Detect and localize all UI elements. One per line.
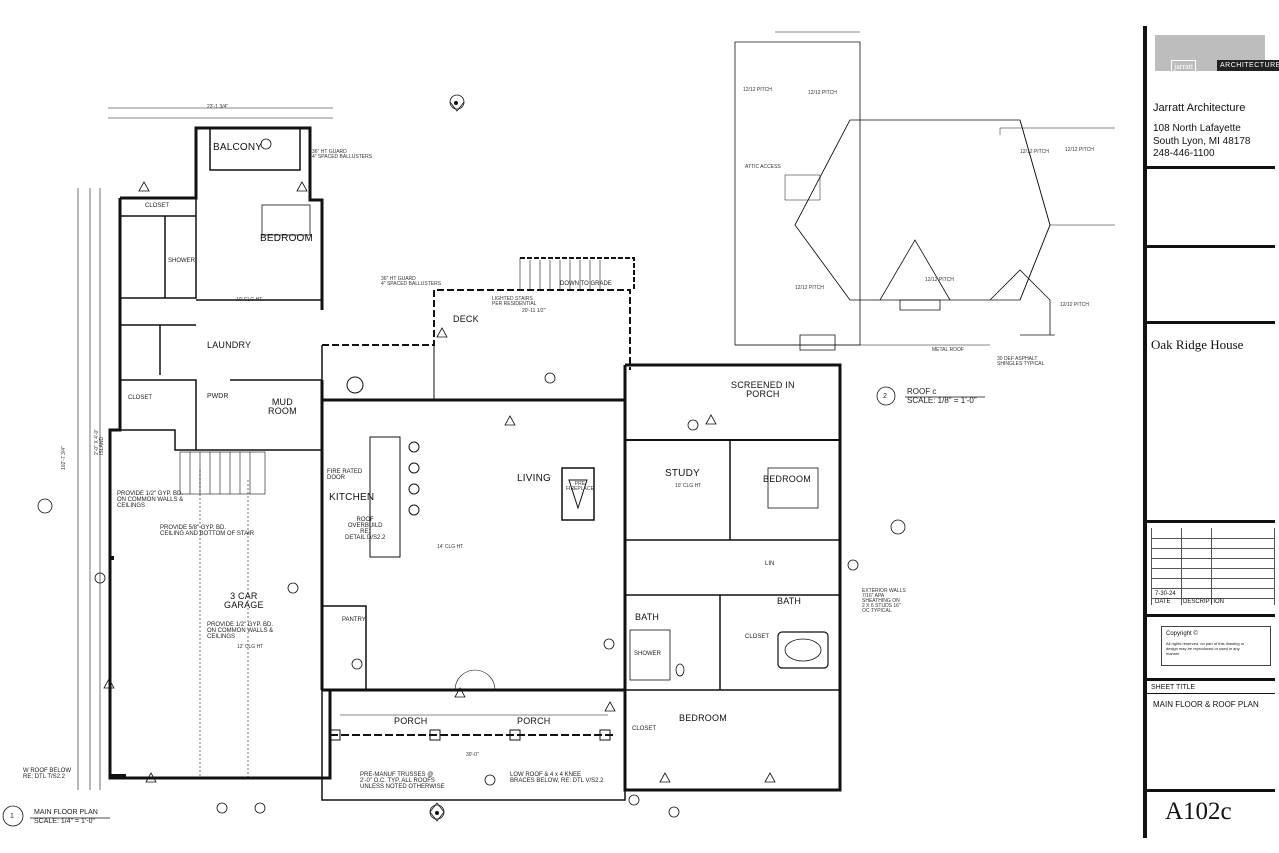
note-roof-overbuild: ROOF OVERBUILD RE: DETAIL D/S2.2 xyxy=(345,517,386,541)
plan-title-roof: ROOF c xyxy=(907,387,937,396)
room-label-island: 2'-0" X 4'-0" ISLAND xyxy=(94,428,105,455)
note-guard-2: 36" HT GUARD 4" SPACED BALLUSTERS xyxy=(381,276,442,287)
note-low-roof: LOW ROOF & 4 x 4 KNEE BRACES BELOW, RE: … xyxy=(510,772,604,784)
copyright-text: All rights reserved, no part of this dra… xyxy=(1166,641,1245,657)
note-gyp-stair: PROVIDE 5/8" GYP. BD. CEILING AND BOTTOM… xyxy=(160,525,255,537)
project-name: Oak Ridge House xyxy=(1151,337,1244,352)
note-pitch-3: 12/12 PITCH xyxy=(1020,149,1049,155)
note-lighted-stairs: LIGHTED STAIRS PER RESIDENTIAL xyxy=(492,296,537,307)
divider xyxy=(1147,321,1275,324)
note-clg-ht-study: 10' CLG HT xyxy=(675,483,702,489)
note-fireplace: PRE FIREPLACE xyxy=(566,481,594,492)
divider xyxy=(1147,789,1275,792)
note-clg-ht-bedroom: 10' CLG HT xyxy=(236,297,263,303)
room-label-pantry: PANTRY xyxy=(342,617,366,623)
room-label-bedroom-bottom: BEDROOM xyxy=(679,713,727,723)
note-pitch-2: 12/12 PITCH xyxy=(808,90,837,96)
divider xyxy=(1147,520,1275,523)
note-clg-ht-living: 14' CLG HT xyxy=(437,544,464,550)
logo-architecture: ARCHITECTURE xyxy=(1217,60,1279,71)
firm-phone: 248-446-1100 xyxy=(1153,148,1215,159)
sheet-title-label: SHEET TITLE xyxy=(1151,684,1196,691)
note-overall-dim: 23'-1 3/4" xyxy=(207,104,229,110)
room-label-bath-right: BATH xyxy=(777,596,802,606)
copyright-title: Copyright © xyxy=(1166,631,1198,637)
room-label-garage: 3 CAR GARAGE xyxy=(224,591,264,610)
note-deck-dim: 20'-11 1/2" xyxy=(522,308,546,314)
divider xyxy=(1147,245,1275,248)
room-label-mud-room: MUD ROOM xyxy=(268,397,297,416)
revision-grid xyxy=(1151,528,1275,605)
plan-number-main: 1 xyxy=(10,813,14,820)
room-label-deck: DECK xyxy=(453,314,479,324)
room-label-closet-top: CLOSET xyxy=(145,203,170,209)
plan-number-roof: 2 xyxy=(883,393,887,400)
room-label-living: LIVING xyxy=(517,473,551,484)
sheet-number: A102c xyxy=(1165,798,1232,825)
plan-title-main: MAIN FLOOR PLAN xyxy=(34,809,98,816)
room-label-lin: LIN xyxy=(765,561,775,567)
firm-address-1: 108 North Lafayette xyxy=(1153,123,1241,134)
note-pitch-7: 12/12 PITCH xyxy=(795,285,824,291)
floor-plan-drawing xyxy=(2,31,1115,827)
note-down-to-grade: DOWN TO GRADE xyxy=(560,281,612,287)
title-block: jarratt ARCHITECTURE Jarratt Architectur… xyxy=(1143,26,1279,838)
logo-name: jarratt xyxy=(1171,60,1197,73)
note-fire-door: FIRE RATED DOOR xyxy=(327,469,363,481)
room-label-study: STUDY xyxy=(665,468,700,479)
note-gyp-garage: PROVIDE 1/2" GYP. BD. ON COMMON WALLS & … xyxy=(207,622,274,640)
note-trusses: PRE-MANUF TRUSSES @ 2'-0" O.C. TYP. ALL … xyxy=(360,772,445,790)
room-label-balcony: BALCONY xyxy=(213,142,263,153)
firm-logo: jarratt ARCHITECTURE xyxy=(1155,35,1279,73)
note-guard: 36" HT GUARD 4" SPACED BALLUSTERS xyxy=(312,149,373,160)
room-label-closet-right: CLOSET xyxy=(745,634,770,640)
revision-col-date: DATE xyxy=(1155,599,1171,605)
note-overall-side: 102'-7 3/4" xyxy=(61,446,67,470)
room-label-bedroom-top: BEDROOM xyxy=(260,233,314,244)
firm-name: Jarratt Architecture xyxy=(1153,102,1246,114)
note-bottom-dim: 30'-0" xyxy=(466,752,479,758)
divider xyxy=(1147,614,1275,617)
room-label-pwdr: PWDR xyxy=(207,393,229,400)
room-label-shower-top: SHOWER xyxy=(168,258,195,264)
room-label-laundry: LAUNDRY xyxy=(207,340,252,350)
note-pitch-4: 12/12 PITCH xyxy=(1065,147,1094,153)
room-label-bath-left: BATH xyxy=(635,612,660,622)
room-label-shower-mid: SHOWER xyxy=(634,651,661,657)
note-pitch-5: 12/12 PITCH xyxy=(925,277,954,283)
revision-date: 7-30-24 xyxy=(1155,591,1176,597)
note-pitch-1: 12/12 PITCH xyxy=(743,87,772,93)
revision-col-description: DESCRIPTION xyxy=(1183,599,1225,605)
room-label-porch-right: PORCH xyxy=(517,716,551,726)
note-ext-walls: EXTERIOR WALLS 7/16" APA SHEATHING ON 2 … xyxy=(862,588,906,614)
plan-scale-roof: SCALE: 1/8" = 1'-0" xyxy=(907,396,977,405)
room-label-screened-porch: SCREENED IN PORCH xyxy=(731,380,795,399)
room-label-kitchen: KITCHEN xyxy=(329,492,375,503)
note-new-roof-below: W ROOF BELOW RE: DTL T/S2.2 xyxy=(23,768,71,780)
note-clg-ht-garage: 12' CLG HT xyxy=(237,644,264,650)
divider xyxy=(1147,166,1275,169)
copyright-box: Copyright © All rights reserved, no part… xyxy=(1161,626,1271,666)
room-label-bedroom-right: BEDROOM xyxy=(763,474,811,484)
note-asphalt: 30 DEF ASPHALT SHINGLES TYPICAL xyxy=(997,356,1045,367)
sheet-title: MAIN FLOOR & ROOF PLAN xyxy=(1153,700,1259,709)
note-gyp-common: PROVIDE 1/2" GYP. BD. ON COMMON WALLS & … xyxy=(117,491,184,509)
divider xyxy=(1147,678,1275,681)
note-attic-access: ATTIC ACCESS xyxy=(745,164,781,170)
firm-address-2: South Lyon, MI 48178 xyxy=(1153,136,1251,147)
note-metal-roof: METAL ROOF xyxy=(932,347,964,353)
note-pitch-6: 12/12 PITCH xyxy=(1060,302,1089,308)
divider xyxy=(1147,693,1275,694)
room-label-closet-left: CLOSET xyxy=(128,395,153,401)
room-label-porch-left: PORCH xyxy=(394,716,428,726)
room-label-closet-bottom: CLOSET xyxy=(632,726,657,732)
plan-scale-main: SCALE: 1/4" = 1'-0" xyxy=(34,818,95,825)
